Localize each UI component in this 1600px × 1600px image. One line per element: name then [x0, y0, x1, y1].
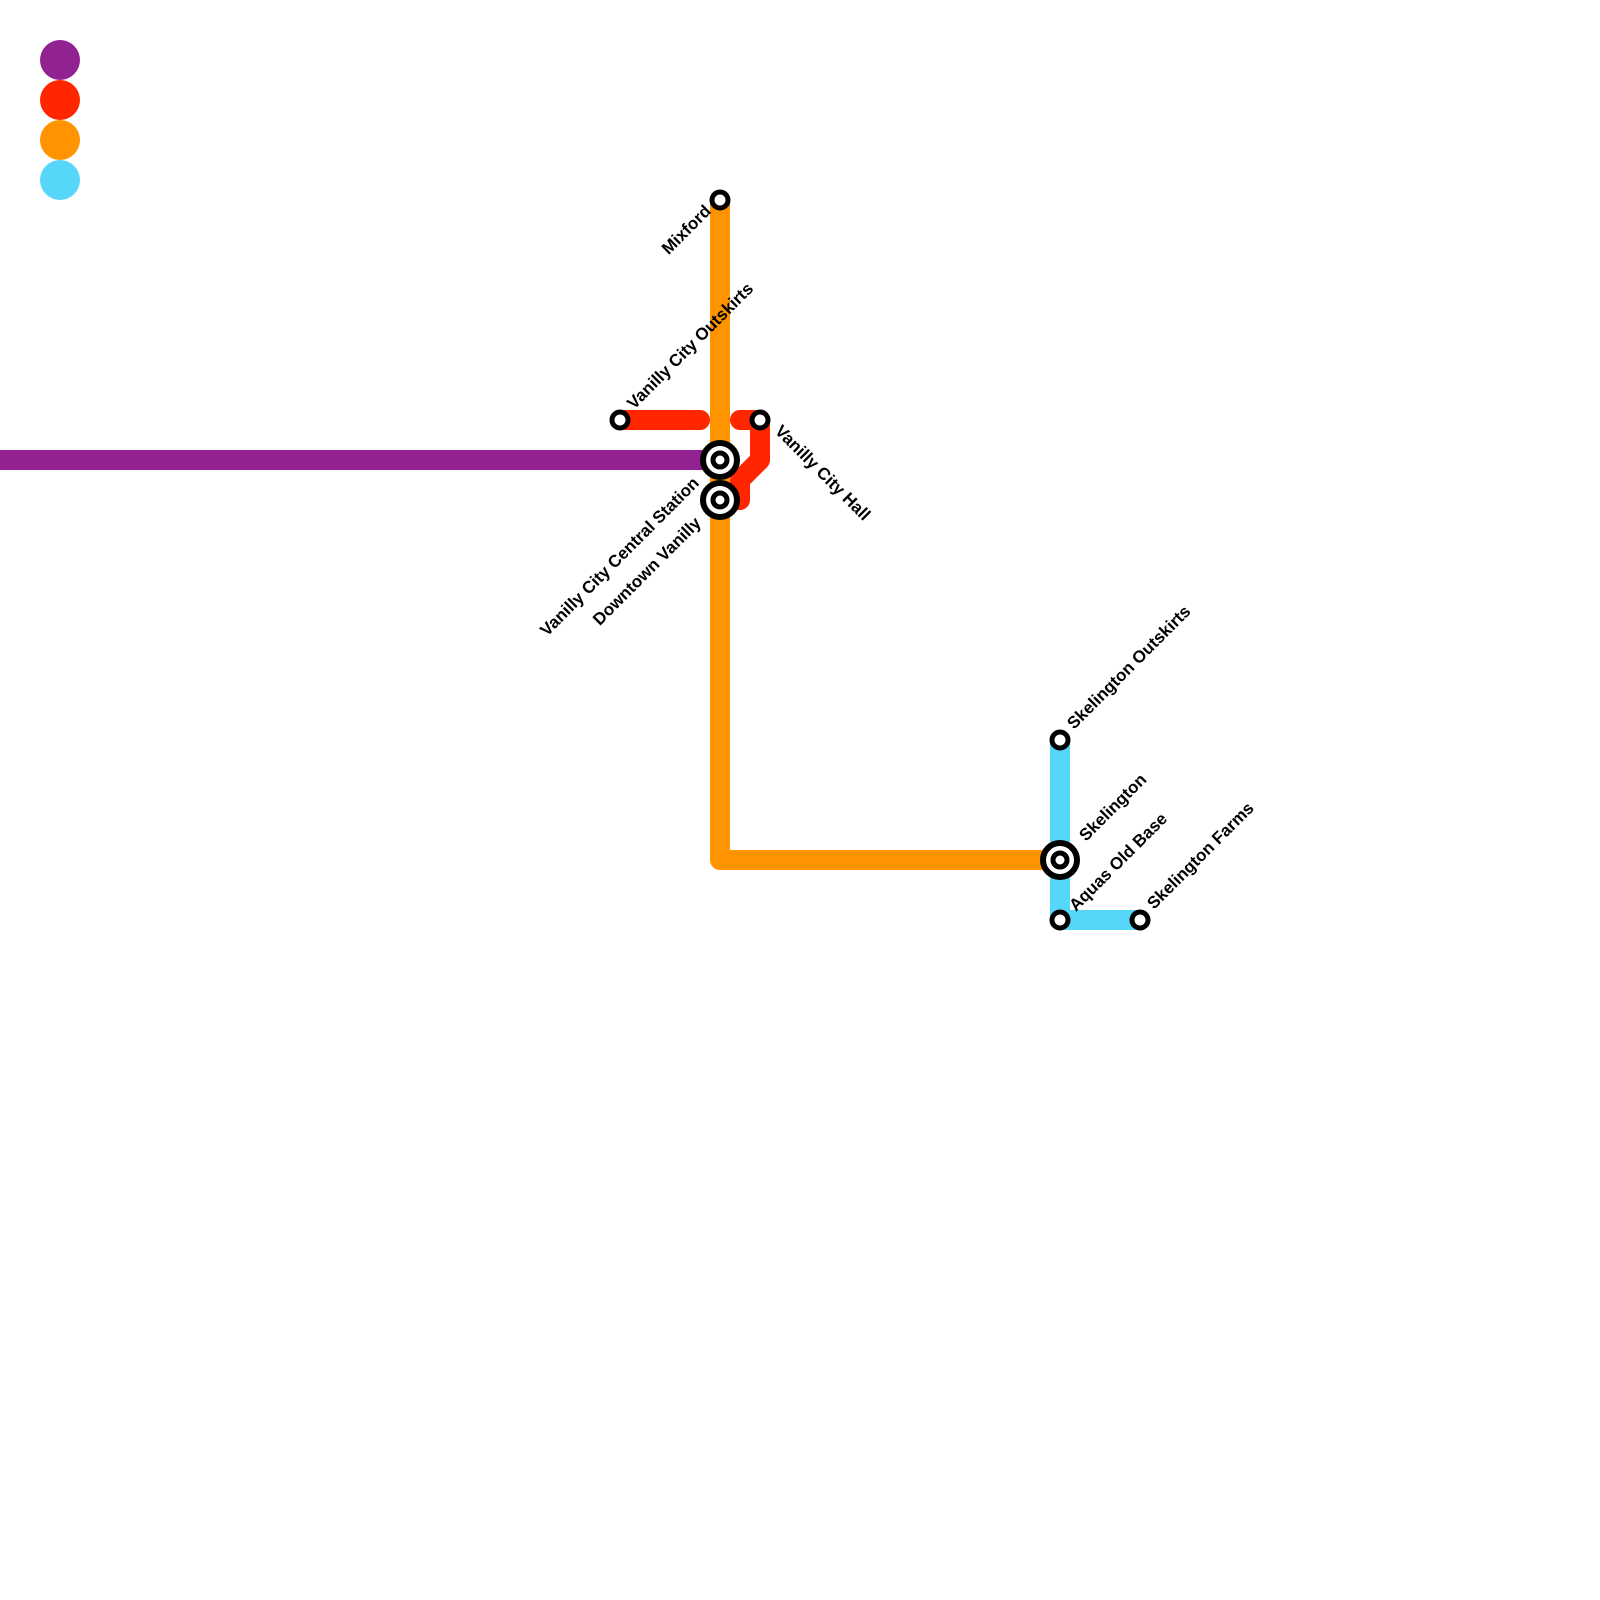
legend-purple-line-dot[interactable] — [40, 40, 80, 80]
orange-line-segment — [710, 190, 1070, 870]
station-label: Skelington Outskirts — [1063, 602, 1194, 733]
station-label: Mixford — [658, 201, 715, 258]
legend-red-line-dot[interactable] — [40, 80, 80, 120]
station-skelington-outskirts[interactable]: Skelington Outskirts — [1049, 602, 1194, 751]
legend-orange-line-dot[interactable] — [40, 120, 80, 160]
station-label: Vanilly City Hall — [771, 421, 874, 524]
legend-cyan-line-dot[interactable] — [40, 160, 80, 200]
station-vanilly-city-central-station[interactable]: Vanilly City Central Station — [536, 440, 740, 640]
orange-line[interactable] — [710, 190, 1070, 870]
station-label: Vanilly City Outskirts — [623, 279, 757, 413]
station-vanilly-city-outskirts[interactable]: Vanilly City Outskirts — [609, 279, 757, 431]
station-label: Vanilly City Central Station — [536, 473, 702, 639]
station-vanilly-city-hall[interactable]: Vanilly City Hall — [749, 409, 874, 524]
